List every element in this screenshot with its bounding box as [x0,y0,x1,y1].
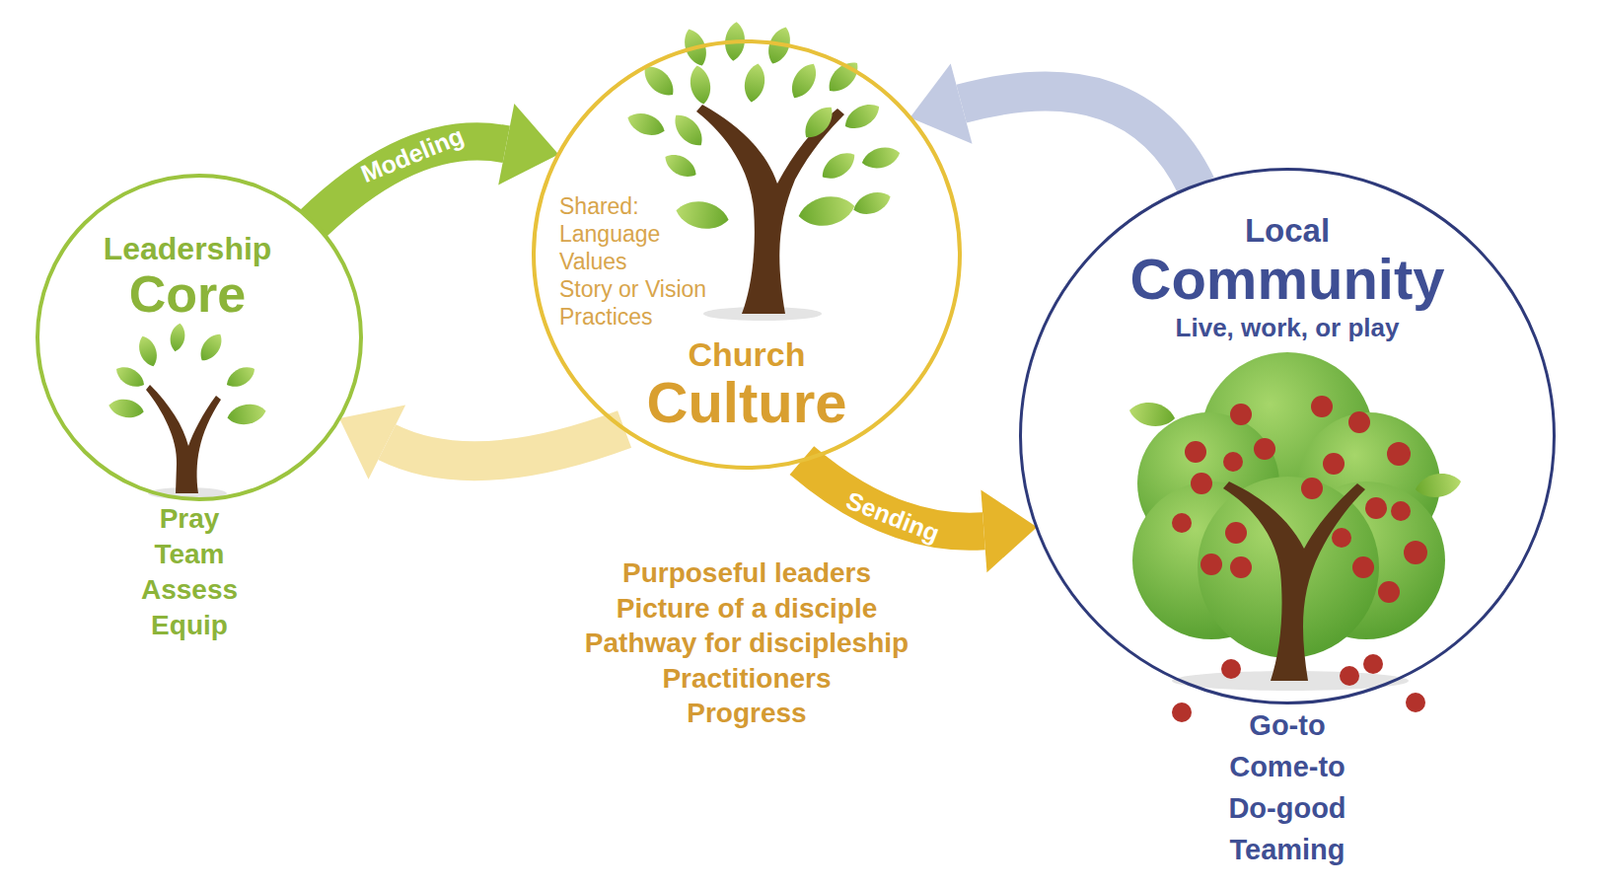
shared-list: Shared: Language Values Story or Vision … [559,192,707,331]
community-circle: Local CommunityLive, work, or playGo-to … [1018,167,1556,705]
text-line: Community [1130,249,1446,309]
step-list: Go-to Come-to Do-good Teaming [1228,704,1346,871]
text-line: Practitioners [584,660,909,697]
arrowhead [339,405,406,480]
step-list: Pray Team Assess Equip [141,501,238,644]
circle-subheading: Live, work, or play [1175,312,1400,343]
apple-tree [1127,352,1463,723]
text-line: Equip [141,607,238,644]
text-line: Leadership [103,230,273,267]
circle-heading: Church Culture [647,335,848,433]
text-line: Teaming [1228,828,1346,871]
leadership-circle: Leadership CorePray Team Assess Equip [35,173,364,502]
text-line: Come-to [1228,745,1346,788]
text-line: Assess [141,572,238,608]
arrow-label: Modeling [357,123,467,188]
text-line: Practices [559,302,707,331]
text-line: Local [1130,212,1446,250]
text-line: Team [141,536,238,573]
curved-arrow [801,460,1037,574]
text-line: Values [559,247,707,276]
text-line: Shared: [559,192,707,220]
text-line: Core [103,266,273,322]
text-line: Story or Vision [559,275,707,303]
text-line: Go-to [1228,704,1346,746]
text-line: Culture [647,372,848,433]
text-line: Church [647,335,848,373]
curved-arrow [909,64,1196,187]
small-tree [107,322,269,500]
text-line: Language [559,219,707,248]
text-line: Progress [584,695,909,731]
step-list: Purposeful leaders Picture of a disciple… [584,555,909,731]
culture-circle: Shared: Language Values Story or Vision … [531,39,962,470]
text-line: Do-good [1228,787,1346,829]
circle-border [533,41,960,468]
curved-arrow [313,103,559,223]
circle-border [1020,169,1555,704]
curved-arrow [339,405,625,480]
circle-heading: Leadership Core [103,230,273,322]
text-line: Live, work, or play [1175,312,1400,343]
text-line: Picture of a disciple [584,590,909,627]
circle-border [37,175,362,500]
text-line: Pray [141,501,238,537]
text-line: Purposeful leaders [584,555,909,591]
circle-heading: Local Community [1130,212,1446,309]
arrow-band [961,91,1197,187]
circle-outline [35,173,364,502]
arrow-label: Sending [843,487,944,546]
text-line: Pathway for discipleship [584,625,909,661]
arrow-band [386,429,625,461]
leafy-tree [624,20,903,321]
